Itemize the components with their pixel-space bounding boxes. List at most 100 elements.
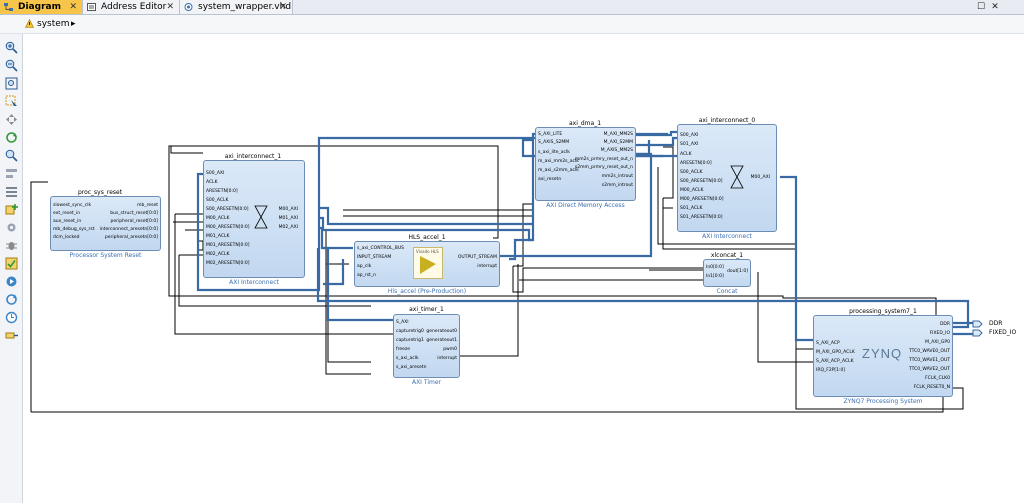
select-icon[interactable] [5, 95, 18, 108]
run-automation-icon[interactable] [5, 275, 18, 288]
port-label: S00_ARESETN[0:0] [680, 179, 723, 184]
regenerate-layout-icon[interactable] [5, 131, 18, 144]
port-label: M02_ACLK [206, 252, 230, 257]
refresh-icon[interactable] [5, 293, 18, 306]
close-window-button[interactable]: ✕ [991, 2, 999, 12]
processing-system7-1-title: processing_system7_1 [849, 308, 917, 315]
add-ip-icon[interactable] [5, 203, 18, 216]
port-label: TTC0_WAVE2_OUT [908, 367, 950, 372]
port-label: TTC0_WAVE0_OUT [908, 349, 950, 354]
port-label: generateout0 [426, 329, 457, 334]
port-label: S_AXI_ACP [816, 341, 840, 346]
port-label: mm2s_prmry_reset_out_n [574, 157, 633, 162]
port-label: M01_ARESETN[0:0] [206, 243, 250, 248]
tab-address-editor[interactable]: Address Editor ✕ [82, 0, 179, 14]
zoom-fit-icon[interactable] [5, 77, 18, 90]
port-label: bus_struct_reset[0:0] [110, 211, 158, 216]
search-icon[interactable] [5, 149, 18, 162]
port-label: M02_ARESETN[0:0] [206, 261, 250, 266]
port-label: capturetrig0 [396, 329, 424, 334]
port-label: M00_AXI [750, 175, 770, 180]
close-icon[interactable]: ✕ [166, 2, 174, 12]
zynq-logo: ZYNQ [862, 346, 903, 361]
hls-accel-1-title: HLS_accel_1 [408, 234, 446, 241]
xlconcat-1-block[interactable]: In0[0:0] In1[0:0] dout[1:0] [703, 259, 751, 287]
add-port-icon[interactable] [5, 329, 18, 342]
port-label: ARESETN[0:0] [680, 161, 712, 166]
axi-dma-1-subtitle: AXI Direct Memory Access [546, 202, 625, 209]
warning-icon [25, 19, 34, 28]
vhdl-file-icon [184, 3, 193, 11]
hls-accel-1-block[interactable]: s_axi_CONTROL_BUS INPUT_STREAM ap_clk ap… [354, 241, 500, 287]
port-label: freeze [396, 347, 411, 352]
address-editor-icon [87, 3, 96, 11]
port-label: ap_clk [357, 264, 372, 269]
validate-icon[interactable] [5, 257, 18, 270]
port-label: IRQ_F2P[1:0] [816, 368, 846, 373]
external-port-arrows [972, 320, 983, 337]
port-label: s_axi_CONTROL_BUS [357, 246, 404, 251]
port-label: s_axi_aresetn [396, 365, 427, 370]
zoom-out-icon[interactable] [5, 59, 18, 72]
port-label: DDR [939, 322, 950, 327]
axi-interconnect-1-block[interactable]: S00_AXI ACLK ARESETN[0:0] S00_ACLK S00_A… [203, 160, 305, 278]
port-label: interrupt [477, 264, 497, 269]
tab-bar: Diagram ✕ Address Editor ✕ system_wrappe… [0, 0, 1024, 15]
port-label: INPUT_STREAM [357, 255, 392, 260]
axi-timer-1-subtitle: AXI Timer [411, 379, 442, 386]
axi-dma-1-block[interactable]: S_AXI_LITE S_AXIS_S2MM s_axi_lite_aclk m… [535, 127, 636, 201]
axi-timer-1-block[interactable]: S_AXI capturetrig0 capturetrig1 freeze s… [393, 314, 460, 378]
port-label: S00_AXI [206, 171, 225, 176]
debug-icon[interactable] [5, 239, 18, 252]
diagram-icon [4, 3, 13, 11]
vivado-hls-logo: Vivado HLS [413, 247, 443, 279]
port-label: S00_AXI [680, 133, 699, 138]
port-label: s_axi_aclk [396, 356, 419, 361]
align-icon[interactable] [5, 167, 18, 180]
chevron-right-icon[interactable]: ▸ [71, 19, 76, 29]
port-label: S_AXIS_S2MM [538, 140, 570, 145]
port-label: S00_ACLK [680, 170, 703, 175]
axi-dma-1-title: axi_dma_1 [568, 120, 602, 127]
external-port-ddr[interactable]: DDR [989, 320, 1003, 327]
close-icon[interactable]: ✕ [69, 2, 77, 12]
axi-interconnect-0-title: axi_interconnect_0 [698, 117, 756, 124]
port-label: ap_rst_n [357, 273, 376, 278]
xlconcat-1-subtitle: Concat [716, 288, 738, 295]
wires [30, 130, 978, 413]
port-label: M_AXIS_MM2S [600, 148, 633, 153]
port-label: ext_reset_in [53, 211, 81, 216]
tab-diagram[interactable]: Diagram ✕ [0, 0, 82, 14]
port-label: mb_debug_sys_rst [53, 227, 95, 232]
port-label: FIXED_IO [929, 331, 950, 336]
port-label: M00_ACLK [680, 188, 704, 193]
port-label: axi_resetn [538, 177, 562, 182]
clock-icon[interactable] [5, 311, 18, 324]
port-label: TTC0_WAVE1_OUT [908, 358, 950, 363]
port-label: M00_ARESETN[0:0] [206, 225, 250, 230]
route-icon[interactable] [5, 185, 18, 198]
axi-interconnect-0-block[interactable]: S00_AXI S01_AXI ACLK ARESETN[0:0] S00_AC… [677, 124, 777, 232]
settings-icon[interactable] [5, 221, 18, 234]
port-label: slowest_sync_clk [53, 203, 92, 208]
proc-sys-reset-block[interactable]: slowest_sync_clk ext_reset_in aux_reset_… [50, 196, 161, 251]
port-label: pwm0 [443, 347, 457, 352]
external-port-fixed-io[interactable]: FIXED_IO [989, 329, 1017, 336]
port-label: FCLK_RESET0_N [913, 385, 950, 390]
zoom-in-icon[interactable] [5, 41, 18, 54]
close-icon[interactable]: ✕ [279, 2, 287, 12]
tab-system-wrapper[interactable]: system_wrapper.vhd ✕ [179, 0, 293, 14]
breadcrumb-system[interactable]: system [37, 19, 70, 29]
port-label: mm2s_introut [601, 174, 633, 179]
port-label: M00_ARESETN[0:0] [680, 197, 724, 202]
proc-sys-reset-subtitle: Processor System Reset [69, 252, 142, 259]
restore-button[interactable]: ☐ [976, 2, 986, 12]
port-label: M01_AXI [278, 216, 298, 221]
processing-system7-1-block[interactable]: S_AXI_ACP M_AXI_GP0_ACLK S_AXI_ACP_ACLK … [813, 315, 953, 397]
port-label: S_AXI_LITE [538, 132, 563, 137]
diagram-canvas[interactable]: DDR FIXED_IO proc_sys_reset slowest_sync… [23, 34, 1023, 503]
port-label: m_axi_mm2s_aclk [538, 159, 579, 164]
port-label: aux_reset_in [53, 219, 82, 224]
tab-diagram-label: Diagram [18, 2, 61, 12]
pan-icon[interactable] [5, 113, 18, 126]
